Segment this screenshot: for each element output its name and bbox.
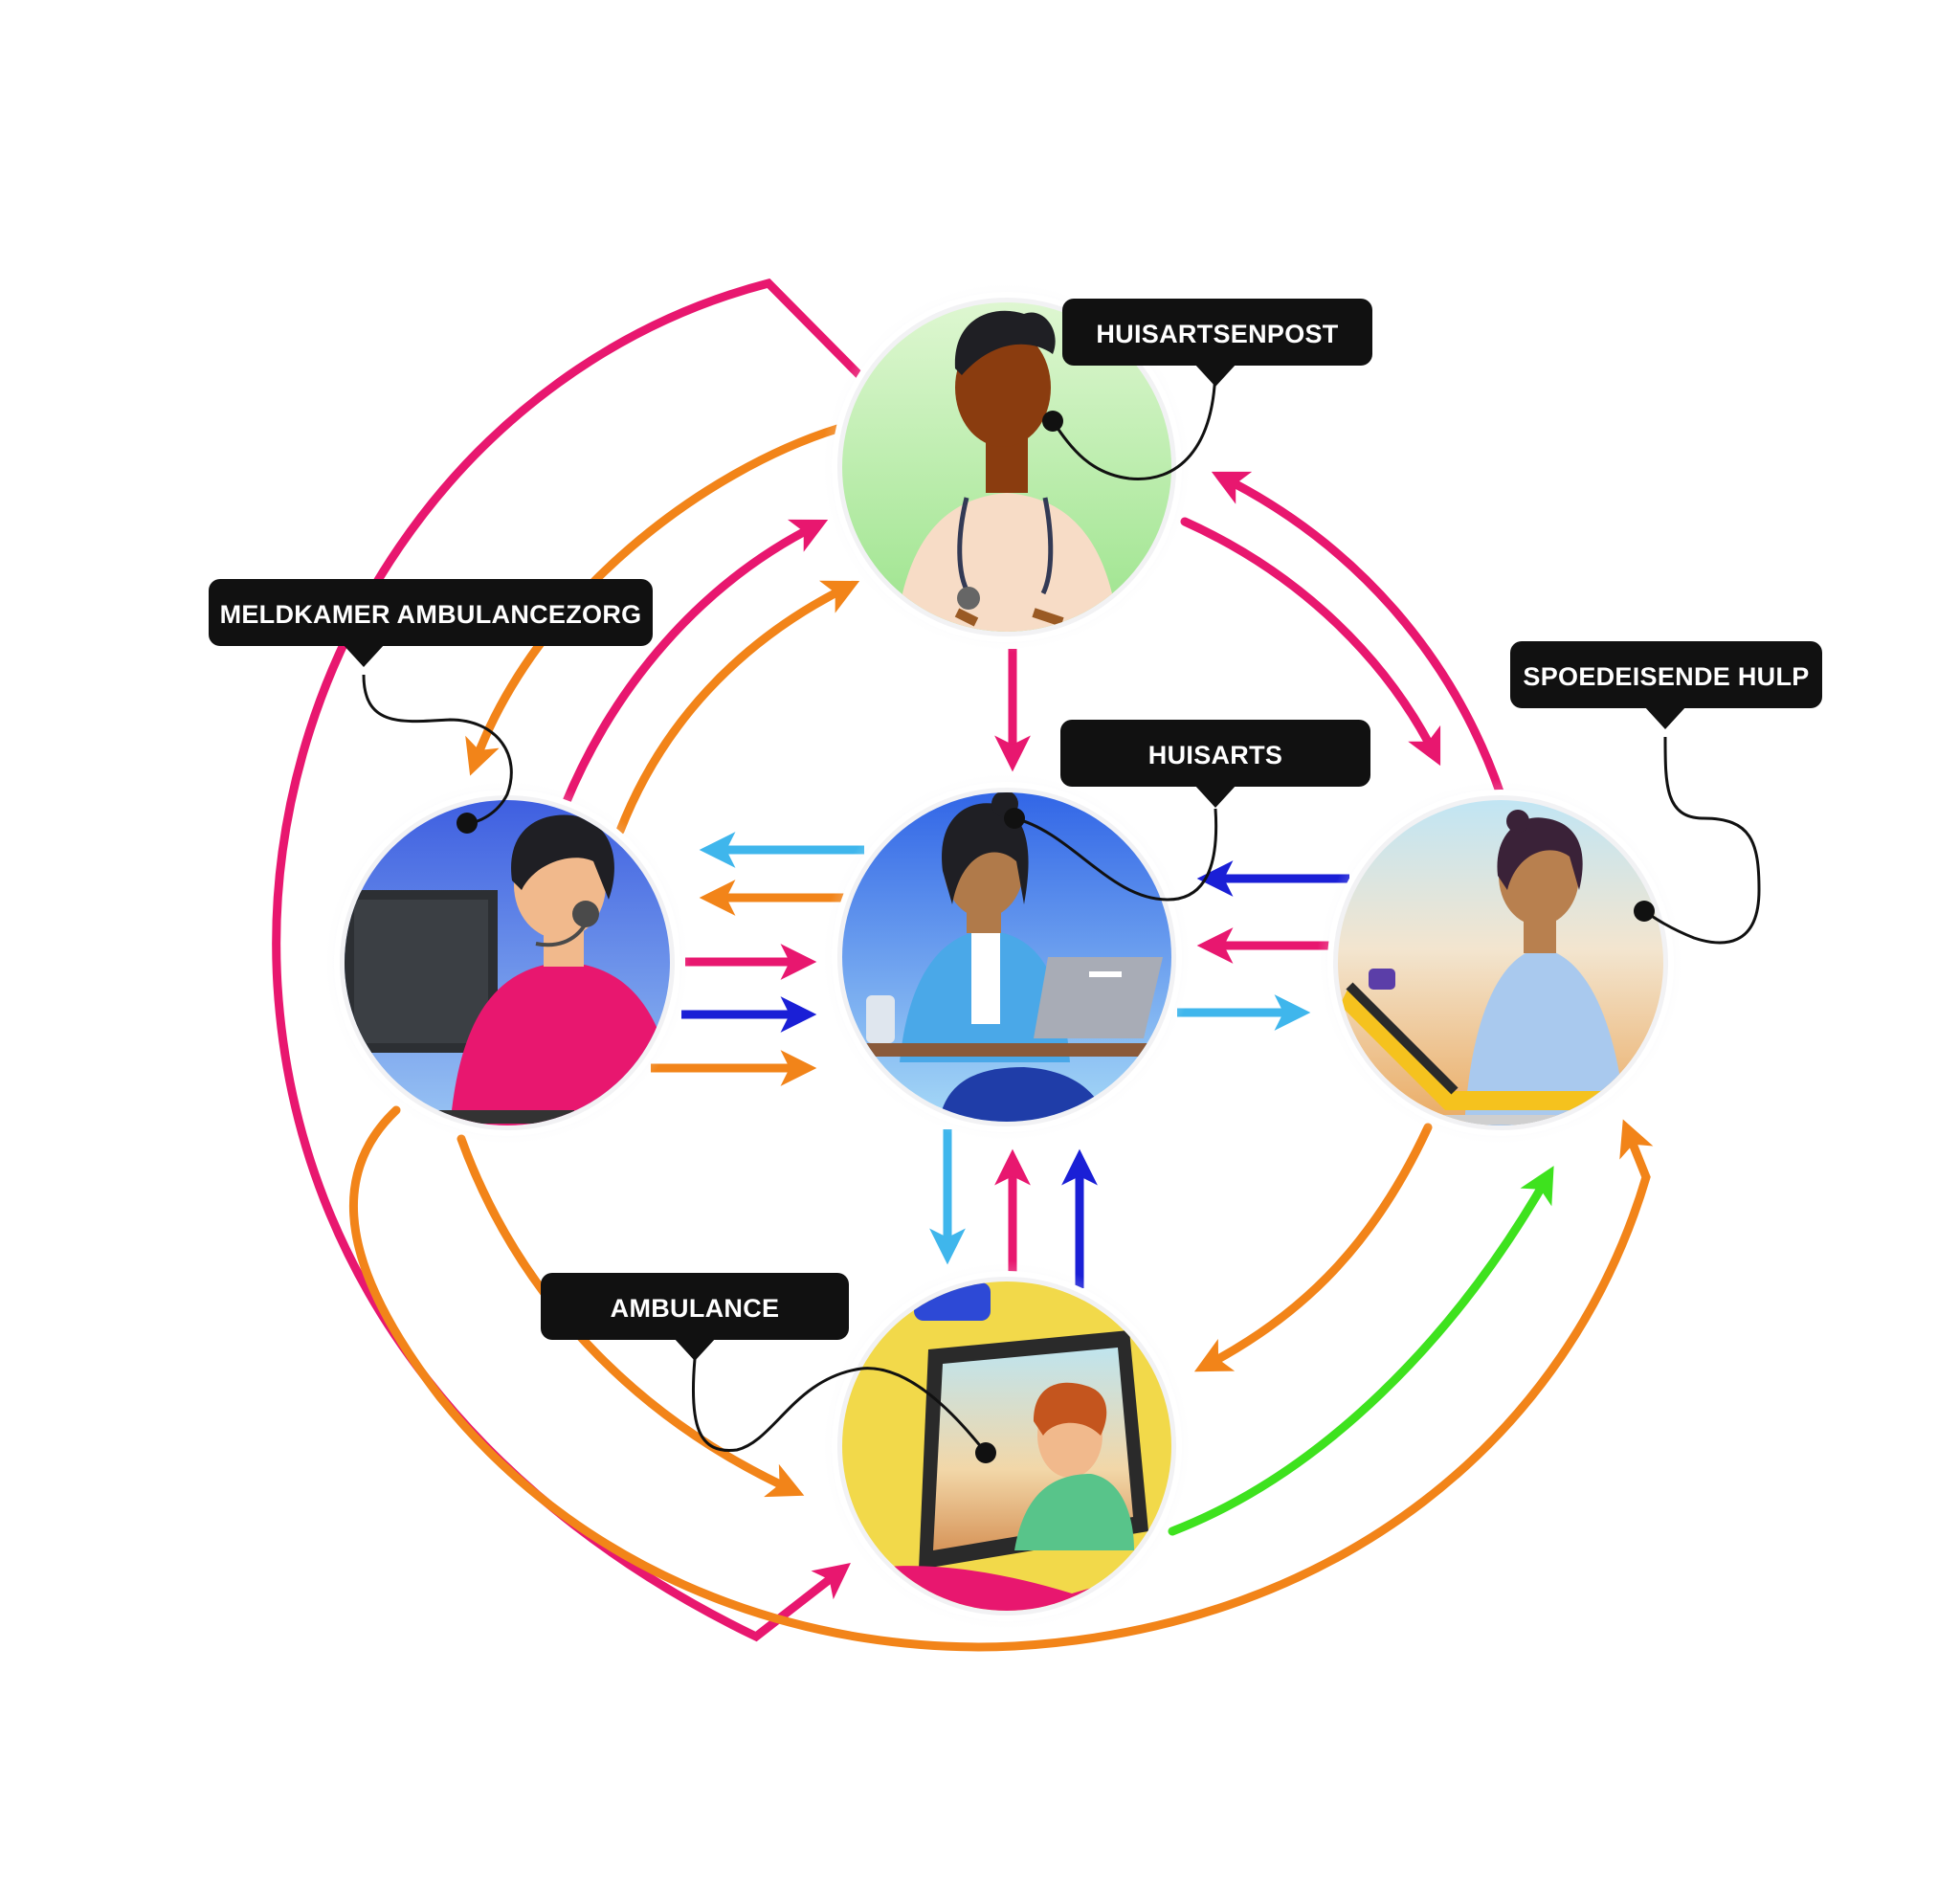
dispatcher-with-headset-icon — [345, 800, 670, 1125]
gp-at-laptop-icon — [842, 792, 1171, 1122]
node-spoedeisende-hulp — [1317, 779, 1684, 1147]
node-meldkamer-ambulancezorg — [323, 779, 691, 1147]
nurse-with-stretcher-icon — [1338, 800, 1663, 1125]
callout-huisarts: HUISARTS — [1004, 720, 1370, 902]
callout-meldkamer-ambulancezorg: MELDKAMER AMBULANCEZORG — [209, 579, 653, 834]
node-huisarts — [821, 771, 1192, 1143]
node-ambulance — [821, 1260, 1192, 1632]
arrow-huisartsenpost-to-seh — [1180, 517, 1441, 767]
arrow-meldkamer-to-seh-outer — [348, 1105, 1654, 1652]
label-meldkamer-ambulancezorg: MELDKAMER AMBULANCEZORG — [220, 600, 642, 629]
callout-spoedeisende-hulp: SPOEDEISENDE HULP — [1510, 641, 1822, 945]
arrow-huisartsenpost-to-meldkamer — [465, 424, 842, 776]
arrow-meldkamer-to-huisartsenpost-inner — [615, 580, 860, 836]
arrow-meldkamer-to-ambulance — [457, 1134, 805, 1498]
label-huisarts: HUISARTS — [1148, 741, 1282, 769]
arrow-ambulance-to-seh — [1168, 1166, 1554, 1536]
arrow-seh-to-ambulance — [1193, 1123, 1433, 1372]
callout-ambulance: AMBULANCE — [541, 1273, 996, 1463]
callout-huisartsenpost: HUISARTSENPOST — [1042, 299, 1372, 480]
arrow-meldkamer-to-huisartsenpost — [560, 519, 829, 811]
label-ambulance: AMBULANCE — [611, 1294, 780, 1323]
label-huisartsenpost: HUISARTSENPOST — [1096, 320, 1338, 348]
flow-arrows — [272, 278, 1654, 1652]
arrow-seh-to-huisartsenpost — [1211, 471, 1505, 799]
label-spoedeisende-hulp: SPOEDEISENDE HULP — [1523, 662, 1809, 691]
